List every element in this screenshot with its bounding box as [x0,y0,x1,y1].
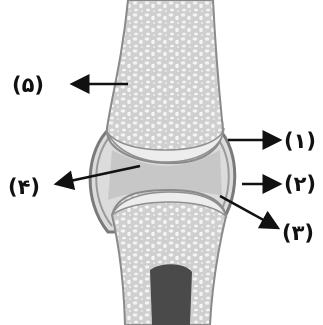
label-4: (۴) [8,175,40,199]
label-3: (۳) [282,221,314,245]
upper-bone [107,0,223,163]
label-5: (۵) [12,73,44,97]
lower-bone-marrow [150,264,192,325]
label-2: (۲) [284,172,316,196]
label-1: (۱) [284,129,316,153]
